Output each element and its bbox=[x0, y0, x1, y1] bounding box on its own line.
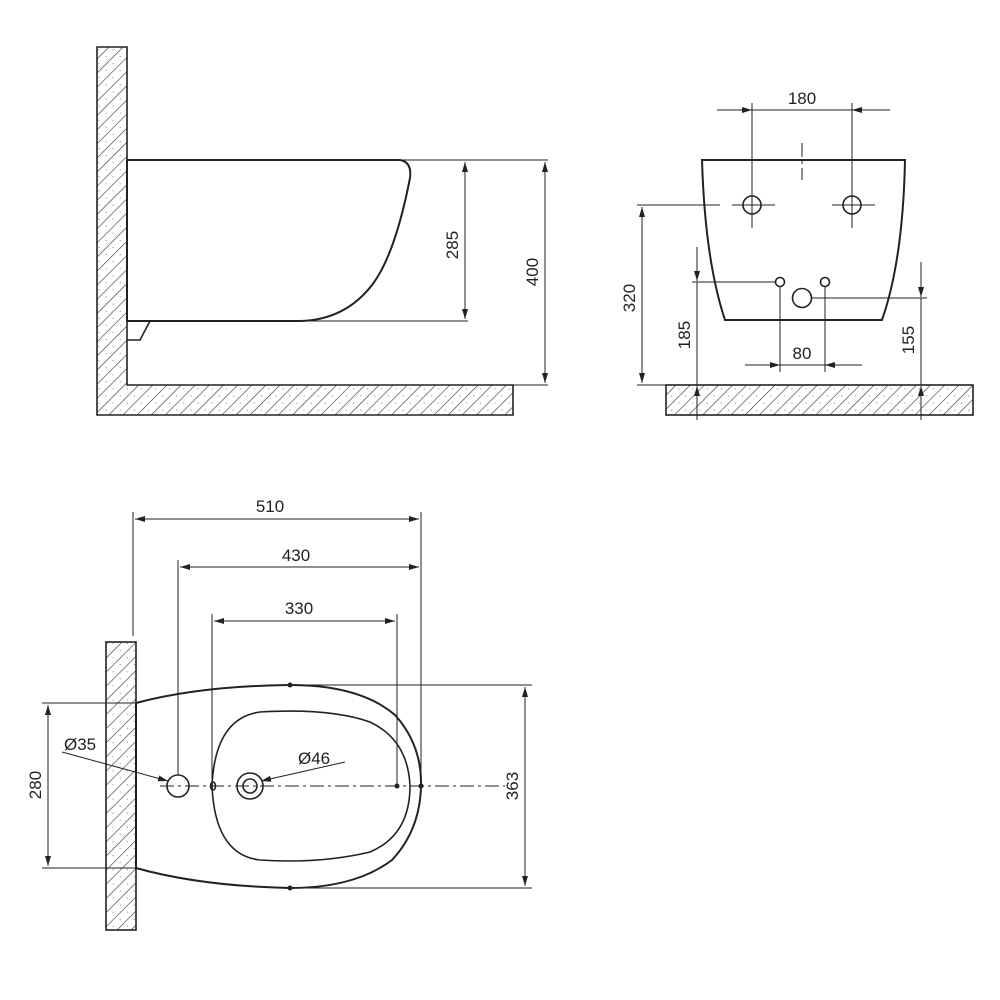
mounting-bracket bbox=[127, 320, 152, 341]
label-285: 285 bbox=[443, 231, 462, 259]
label-330: 330 bbox=[285, 599, 313, 618]
hole-46 bbox=[236, 772, 264, 800]
bidet-side-outline bbox=[126, 159, 412, 322]
label-510: 510 bbox=[256, 497, 284, 516]
top-view: 510 430 330 363 280 Ø35 Ø46 bbox=[26, 497, 532, 931]
floor-hatch bbox=[665, 384, 974, 416]
label-diameter-46: Ø46 bbox=[298, 749, 330, 768]
bidet-front-outline bbox=[700, 159, 907, 321]
front-view: 180 320 185 80 155 bbox=[620, 89, 974, 420]
water-inlet-right bbox=[819, 276, 831, 288]
label-320: 320 bbox=[620, 284, 639, 312]
label-80: 80 bbox=[793, 344, 812, 363]
label-430: 430 bbox=[282, 546, 310, 565]
label-185: 185 bbox=[675, 321, 694, 349]
label-diameter-35: Ø35 bbox=[64, 735, 96, 754]
label-155: 155 bbox=[899, 326, 918, 354]
label-400: 400 bbox=[523, 258, 542, 286]
side-view: 285 400 bbox=[96, 46, 548, 416]
label-363: 363 bbox=[503, 772, 522, 800]
wall-hatch-top bbox=[105, 641, 137, 931]
label-180: 180 bbox=[788, 89, 816, 108]
label-280: 280 bbox=[26, 771, 45, 799]
